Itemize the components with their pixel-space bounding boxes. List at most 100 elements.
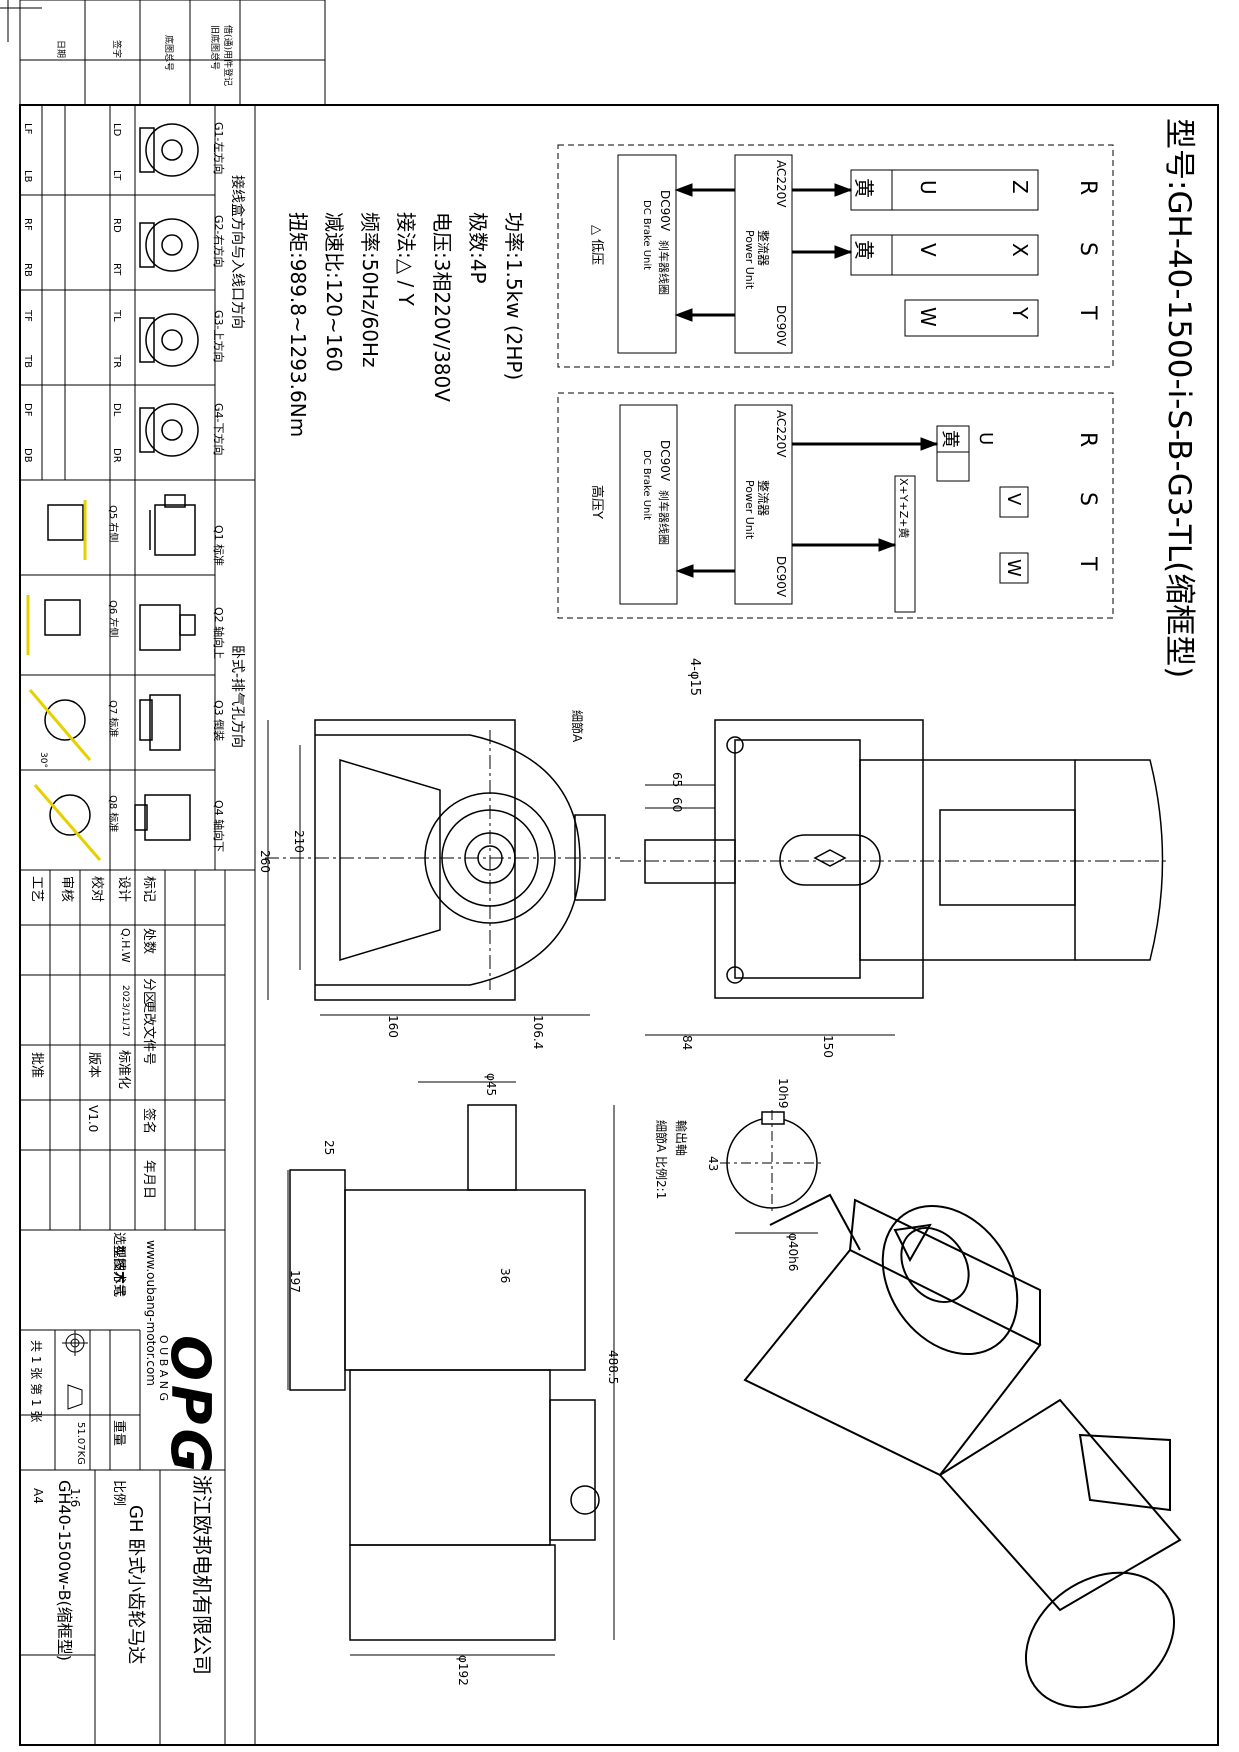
code: DL	[111, 403, 122, 417]
brake-name: 刹车器线圈	[657, 490, 670, 545]
spec-value: 1.5kw (2HP)	[502, 258, 526, 381]
mount-q3: Q3 倒装	[212, 700, 225, 742]
spec-power: 功率:1.5kw (2HP)	[502, 212, 526, 381]
model-heading: 型号:GH-40-1500-i-S-B-G3-TL(缩框型)	[1161, 118, 1197, 679]
code: TF	[22, 310, 33, 322]
dim-197: 197	[288, 1270, 302, 1293]
top-view	[620, 719, 1170, 1036]
spec-connection: 接法:△ / Y	[394, 212, 418, 306]
mount-q1: Q1 标准	[212, 525, 225, 567]
code: RB	[22, 263, 33, 277]
tb-date: 年月日	[141, 1160, 156, 1200]
tb-designer: Q.H.W	[119, 928, 132, 963]
dim-160: 160	[386, 1015, 400, 1038]
tb-check: 校对	[89, 876, 104, 903]
code: TL	[111, 310, 122, 322]
code: RF	[22, 218, 33, 231]
strip-label: 签字	[111, 40, 121, 59]
shaft-note-2: 細節A 比例2:1	[654, 1120, 668, 1200]
terminal-z: Z	[1008, 180, 1032, 194]
spec-voltage: 电压:3相220V/380V	[430, 212, 454, 402]
q4-motor-icon	[134, 794, 191, 841]
mount-section-title: 卧式-排气孔方向	[229, 645, 245, 749]
terminal-s: S	[1075, 492, 1100, 506]
g4-gear-icon	[139, 403, 199, 457]
rectifier-name: 整流器	[756, 480, 770, 517]
box-dir-g4: G4-下方向	[212, 403, 225, 456]
title-block	[19, 870, 226, 1745]
dim-25: 25	[322, 1140, 336, 1156]
dim-210: 210	[292, 830, 306, 853]
code: DB	[22, 448, 33, 463]
dim-488: 488.5	[606, 1350, 620, 1385]
terminal-v: V	[1003, 493, 1024, 506]
brake-name: 刹车器线圈	[657, 240, 670, 295]
dim-65: 65	[670, 772, 684, 788]
q6-motor-icon	[26, 595, 81, 655]
box-dir-g1: G1-左方向	[212, 122, 225, 175]
dim-84: 84	[680, 1035, 694, 1051]
terminal-w: W	[916, 307, 940, 327]
q1-motor-icon	[149, 494, 196, 556]
code: LT	[111, 170, 122, 181]
code: TB	[22, 355, 33, 368]
front-view	[265, 719, 620, 1016]
shaft-note-1: 輸出軸	[674, 1120, 688, 1157]
tb-doc-no: 更改文件号	[141, 1000, 156, 1066]
tb-standardization: 标准化	[116, 1050, 131, 1090]
terminal-u: U	[975, 432, 996, 446]
rectifier-en: Power Unit	[743, 480, 756, 540]
spec-ratio: 减速比:120~160	[322, 212, 346, 372]
company-website: www.oubang-motor.com	[144, 1240, 158, 1386]
spec-value: △ / Y	[394, 258, 418, 306]
terminal-w: W	[1003, 559, 1024, 577]
rectifier-en: Power Unit	[743, 230, 756, 290]
rectifier-dc: DC90V	[774, 305, 788, 347]
wiring-high-box	[557, 392, 1114, 619]
dim-holes: 4-φ15	[687, 658, 702, 697]
strip-label: 日期	[55, 40, 65, 59]
spec-label: 接法	[394, 212, 418, 252]
tb-review: 审核	[59, 876, 74, 903]
code: DF	[22, 403, 33, 417]
product-name: GH 卧式小齿轮马达	[125, 1505, 146, 1665]
tb-mark: 标记	[141, 876, 156, 903]
dim-phi40: φ40h6	[786, 1233, 800, 1272]
detail-a-callout: 細節A	[570, 710, 584, 743]
g1-gear-icon	[139, 123, 199, 177]
rectifier-ac: AC220V	[774, 410, 788, 458]
dim-260: 260	[258, 850, 272, 873]
dim-36: 36	[498, 1268, 512, 1284]
spec-label: 极数	[466, 212, 490, 252]
tb-version: V1.0	[86, 1105, 100, 1133]
terminal-r: R	[1075, 180, 1100, 196]
left-strip	[19, 0, 326, 106]
tb-scale-label: 比例	[111, 1480, 126, 1507]
company-name: 浙江欧邦电机有限公司	[190, 1475, 214, 1675]
box-dir-g2: G2-右方向	[212, 215, 225, 268]
angle-label: 30°	[38, 752, 48, 768]
spec-value: 120~160	[322, 278, 346, 372]
spec-label: 电压	[430, 212, 454, 252]
dim-key: 10h9	[776, 1078, 790, 1109]
tb-design: 设计	[116, 876, 131, 903]
terminal-s: S	[1075, 242, 1100, 256]
tb-sign: 签名	[141, 1108, 156, 1135]
mount-q5: Q5 右侧	[107, 505, 118, 543]
code: RD	[111, 218, 122, 233]
mount-q4: Q4 轴向下	[212, 800, 225, 853]
star-joint-label: X+Y+Z+黄	[897, 478, 910, 539]
shaft-detail	[720, 1110, 825, 1234]
mount-q7: Q7 标准	[107, 700, 118, 738]
brake-dc: DC90V	[658, 440, 672, 482]
q2-motor-icon	[139, 604, 196, 651]
spec-value: 4P	[466, 258, 490, 284]
tb-weight: 51.07KG	[75, 1422, 86, 1465]
dim-43: 43	[706, 1156, 720, 1172]
strip-label: 底图总号	[163, 35, 173, 72]
q5-motor-icon	[47, 500, 87, 560]
tb-design-date: 2023/11/17	[120, 985, 130, 1037]
dim-phi45: φ45	[484, 1073, 498, 1097]
terminal-x: X	[1008, 243, 1032, 257]
terminal-r: R	[1075, 432, 1100, 448]
